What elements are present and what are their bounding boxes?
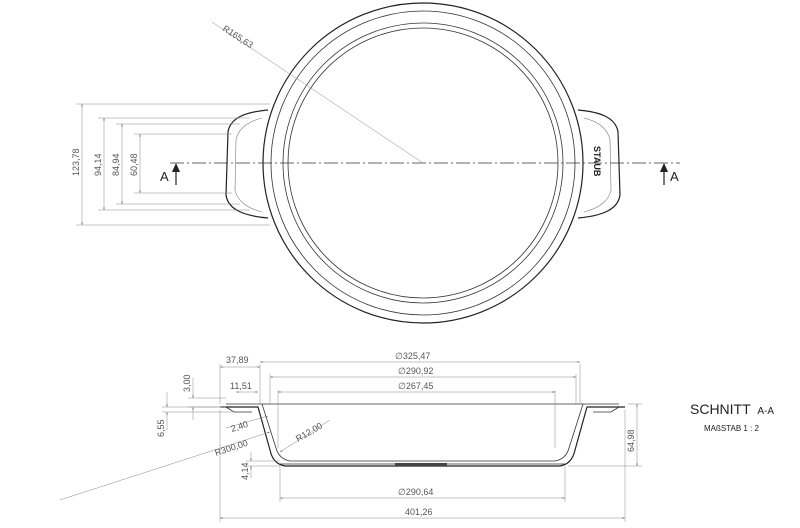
section-scale: MAßSTAB 1 : 2 [704,424,760,433]
right-handle [577,109,621,219]
section-marker-left: A [160,163,180,185]
top-view: R165,63 A A STAUB 1 [71,2,680,324]
height-dimensions: 123,78 94,14 84,94 60,48 [71,103,270,226]
dim-rim-width: 11,51 [230,381,252,391]
section-profile-outer [220,406,625,467]
dim-dia-base: ∅290,64 [398,487,433,497]
dim-fillet: R12,00 [294,421,324,444]
section-title-suffix: A-A [757,406,774,417]
brand-mark: STAUB [592,146,602,177]
dim-dia-top: ∅325,47 [395,351,430,361]
radius-label: R165,63 [221,23,255,50]
left-handle-inner [234,117,263,213]
base-logo-section [395,463,447,466]
dim-wall: 2,40 [230,419,250,434]
dim-rim-height: 3,00 [182,374,192,392]
right-handle-inner [583,117,612,213]
svg-text:A: A [670,169,679,184]
height-dim-1: 123,78 [71,148,81,176]
height-dim-3: 84,94 [111,153,121,176]
height-dim-2: 94,14 [93,153,103,176]
svg-text:A: A [160,169,169,184]
top-dimensions: 37,89 ∅325,47 ∅290,92 ∅267,45 11,51 [219,351,581,448]
left-handle [225,109,269,219]
section-title: SCHNITT A-A [690,401,774,417]
dim-handle-width: 37,89 [226,355,249,365]
bottom-dimensions: ∅290,64 401,26 [219,410,626,522]
left-dimensions: 3,00 6,55 2,40 R12,00 R300,00 4,14 [59,374,331,501]
right-handle-section [593,406,620,413]
dim-side-height: 6,55 [156,419,166,437]
dim-overall-height: 64,98 [626,429,636,452]
section-profile-inner [226,403,619,462]
dim-big-radius: R300,00 [214,438,249,458]
dim-base: 4,14 [240,462,250,480]
section-marker-right: A [660,163,679,185]
height-dim-4: 60,48 [129,153,139,176]
left-handle-section [225,406,252,413]
radius-leader [211,21,424,164]
section-view: 37,89 ∅325,47 ∅290,92 ∅267,45 11,51 3,00… [59,351,774,522]
dim-dia-inner: ∅290,92 [398,366,433,376]
dim-overall-width: 401,26 [405,507,433,517]
right-dimensions: 64,98 [568,403,642,467]
dim-dia-bottom-inner: ∅267,45 [398,381,433,391]
